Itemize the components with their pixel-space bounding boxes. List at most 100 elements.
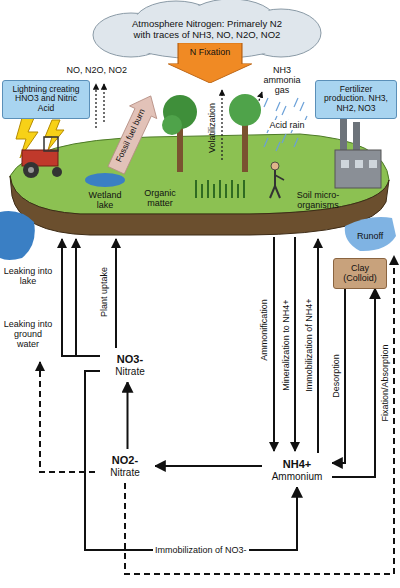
fossil-fuel-arrow — [103, 90, 165, 177]
factory — [335, 150, 381, 188]
node-text: Lightning creating HNO3 and Nitric Acid — [7, 85, 85, 114]
tree — [229, 94, 261, 126]
flow-arrow — [62, 239, 100, 356]
annotation-label: Fossil fuel burn — [114, 108, 147, 164]
source-box: Lightning creating HNO3 and Nitric Acid — [2, 80, 90, 119]
annotation-label: Organic matter — [138, 188, 182, 208]
crops — [243, 180, 245, 198]
crops — [213, 184, 215, 198]
tractor — [52, 167, 62, 177]
tractor — [44, 137, 58, 151]
gas-arrows — [221, 90, 222, 160]
rain — [300, 102, 304, 111]
flow-arrow — [115, 239, 117, 349]
island — [10, 176, 389, 235]
island — [10, 134, 389, 235]
annotation-label: Leaking into ground water — [2, 319, 54, 349]
tree — [162, 94, 261, 172]
crops — [231, 180, 233, 198]
annotation-label: Plant uptake — [99, 267, 109, 317]
flow-connector — [127, 382, 129, 449]
gas-arrows — [103, 84, 104, 122]
rain — [294, 98, 298, 107]
node-text: Nitrate — [115, 366, 144, 377]
factory — [369, 160, 377, 168]
annotation-label: NO, N2O, NO2 — [67, 65, 128, 75]
annotation-label: Ammonification — [259, 299, 269, 361]
crops — [225, 184, 227, 198]
rain — [294, 138, 298, 147]
island — [10, 134, 389, 214]
crops — [196, 180, 244, 198]
annotation-label: Runoff — [357, 231, 383, 241]
flow-arrow — [75, 239, 77, 356]
source-box: Fertilizer production. NH3, NH2, NO3 — [315, 80, 397, 119]
fossil-fuel-arrow — [103, 90, 165, 177]
fixation-arrow: N Fixation — [168, 43, 252, 83]
node-text: NH4+ — [283, 458, 311, 470]
farmer — [270, 162, 284, 198]
annotation-label: Immobilization of NH4+ — [303, 298, 313, 391]
annotation-label: Mineralization to NH4+ — [280, 299, 290, 390]
flow-arrow — [62, 237, 318, 453]
node-text: NO3- — [117, 353, 143, 365]
factory — [341, 160, 349, 168]
crops — [195, 180, 197, 198]
farmer — [275, 186, 280, 198]
node-text: Nitrate — [110, 467, 139, 478]
annotation-label: Leaking into lake — [2, 266, 54, 286]
lake-water — [85, 173, 125, 187]
tractor — [22, 137, 62, 178]
tractor — [28, 167, 34, 173]
dashed-flow — [125, 256, 394, 574]
farmer — [275, 175, 284, 180]
rain — [276, 102, 280, 111]
compound-node: NO2-Nitrate — [95, 449, 155, 483]
factory — [355, 160, 363, 168]
annotation-label: Acid rain — [268, 120, 307, 130]
factory — [353, 122, 360, 152]
annotation-label: Wetland lake — [84, 190, 126, 210]
lake-water — [0, 211, 35, 260]
crops — [237, 184, 239, 198]
flow-arrow — [317, 239, 319, 453]
compound-node: NO3-Nitrate — [100, 348, 160, 382]
annotation-label: Volatilization — [207, 103, 217, 153]
node-text: Clay (Colloid) — [338, 263, 382, 283]
annotation-label: Soil micro-organisms — [287, 190, 349, 210]
node-text: Ammonium — [272, 471, 323, 482]
gas-arrows — [95, 84, 96, 128]
annotation-label: NH3 ammonia gas — [255, 65, 309, 95]
flow-connector — [155, 465, 262, 467]
crops — [201, 184, 203, 198]
lightning-bolt — [45, 120, 64, 150]
lake-water — [345, 217, 396, 251]
rain — [264, 98, 307, 151]
tree — [162, 115, 182, 135]
farmer — [271, 162, 279, 170]
edge-label: Fixation/Absorption — [380, 344, 390, 421]
flow-arrow — [273, 237, 275, 451]
rain — [276, 142, 280, 151]
rain — [264, 98, 268, 107]
dashed-flow — [40, 256, 394, 574]
factory — [335, 118, 381, 188]
node-text: Atmosphere Nitrogen: Primarely N2 with t… — [132, 19, 282, 40]
tree — [242, 118, 248, 172]
factory — [340, 118, 347, 152]
rain — [282, 134, 286, 143]
rain — [282, 106, 286, 115]
crops — [219, 180, 221, 198]
farmer — [270, 186, 275, 198]
crops — [207, 180, 209, 198]
dashed-flow — [40, 362, 95, 472]
farmer — [274, 170, 276, 186]
flow-arrow — [294, 237, 296, 451]
node-text: Fertilizer production. NH3, NH2, NO3 — [320, 85, 392, 114]
edge-label: Desorption — [331, 354, 341, 398]
node-text: N Fixation — [190, 47, 231, 57]
node-text: NO2- — [112, 454, 138, 466]
compound-node: NH4+Ammonium — [262, 453, 332, 487]
rain — [264, 138, 268, 147]
